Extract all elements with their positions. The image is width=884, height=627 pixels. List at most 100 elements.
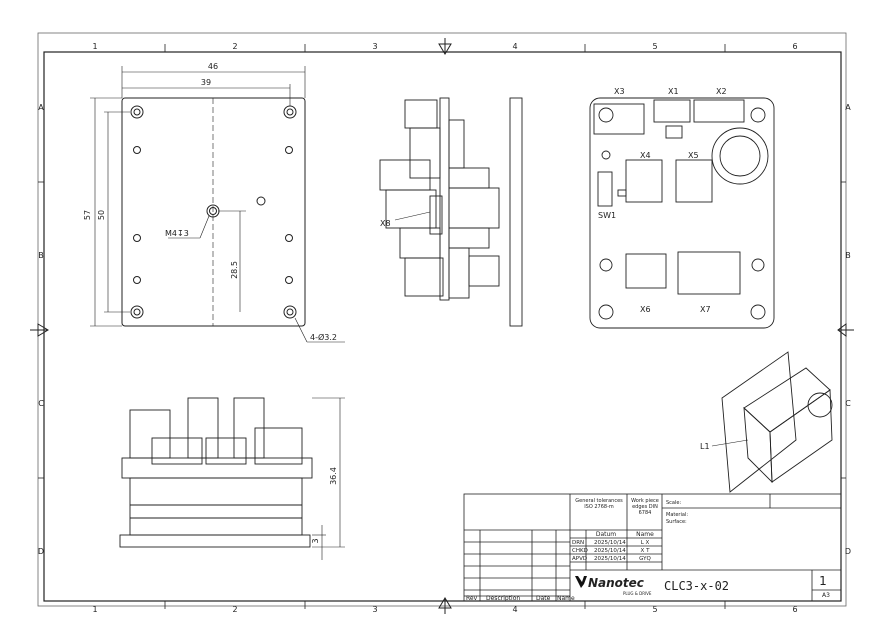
paper-format: A3 (822, 592, 830, 599)
connector-x4 (625, 159, 663, 203)
connector-label: X5 (688, 151, 699, 160)
connector-label-x8: X8 (380, 219, 391, 228)
col-label: 2 (232, 42, 237, 51)
connector-label: X2 (716, 87, 727, 96)
connector-label: SW1 (598, 211, 616, 220)
row-label: A (38, 103, 44, 112)
col-label: 3 (372, 605, 377, 614)
front-view-labels: 36.4 3 (311, 467, 338, 543)
connector-label: X7 (700, 305, 711, 314)
col-label: 1 (92, 42, 97, 51)
dim-height-inner: 50 (97, 210, 106, 220)
row-date: 2025/10/14 (594, 548, 626, 554)
iso-plate (721, 351, 797, 493)
side-view (379, 97, 523, 327)
name-header: Name (636, 531, 654, 538)
switch-sw1 (597, 171, 613, 207)
tolerance-box: General tolerances ISO 2768-m (575, 498, 623, 510)
col-label: 3 (372, 42, 377, 51)
tolerance-note: General tolerances ISO 2768-m (575, 498, 623, 510)
col-label: 6 (792, 605, 797, 614)
dim-width-inner: 39 (201, 78, 211, 87)
datum-header: Datum (596, 531, 616, 538)
sheet-number: 1 (819, 574, 827, 588)
isometric-view (711, 351, 833, 493)
top-view (90, 66, 345, 343)
base-plate (119, 534, 311, 548)
dim-width-outer: 46 (208, 62, 218, 71)
row-date: 2025/10/14 (594, 556, 626, 562)
holes-callout: 4-Ø3.2 (310, 332, 337, 342)
pcb-view (589, 97, 775, 329)
edges-box: Work piece edges DIN 6784 (631, 498, 659, 516)
iso-label-l1: L1 (700, 442, 710, 451)
connector-label: X3 (614, 87, 625, 96)
connector-x5 (675, 159, 713, 203)
rev-name-header: Name (557, 595, 575, 602)
front-dimension-lines (312, 397, 345, 560)
zone-ticks (38, 44, 846, 609)
dim-height: 36.4 (329, 467, 338, 485)
edges-note: Work piece edges DIN 6784 (631, 498, 659, 516)
dim-base: 3 (311, 538, 320, 543)
row-label: B (845, 251, 851, 260)
row-label: C (845, 399, 851, 408)
connector-x6 (625, 253, 667, 289)
part-number: CLC3-x-02 (664, 579, 729, 593)
dim-center-offset: 28.5 (230, 261, 239, 279)
drawing-frame (43, 51, 842, 602)
company-tagline: PLUG & DRIVE (623, 591, 652, 596)
company-logo: Nanotec (588, 576, 644, 590)
connector-x7 (677, 251, 741, 295)
connector-x2 (693, 99, 745, 123)
rev-header: Rev (466, 595, 478, 602)
dim-height-outer: 57 (83, 210, 92, 220)
pcb-outline (589, 97, 775, 329)
row-label: B (38, 251, 44, 260)
row-name: L X (641, 540, 650, 546)
row-name: X T (641, 548, 651, 554)
row-role: CHKD (572, 548, 588, 554)
row-label: C (38, 399, 44, 408)
mounting-plate-outline (121, 97, 306, 327)
material-label: Material: (666, 512, 688, 518)
col-label: 4 (512, 605, 517, 614)
coin-cell (711, 127, 769, 185)
col-label: 5 (652, 42, 657, 51)
row-name: GYQ (639, 556, 651, 562)
connector-label: X4 (640, 151, 651, 160)
connector-label: X1 (668, 87, 679, 96)
thread-callout: M4↧3 (165, 229, 189, 238)
surface-label: Surface: (666, 519, 687, 525)
title-block (463, 493, 842, 602)
row-label: A (845, 103, 851, 112)
front-view (119, 397, 345, 560)
row-role: DRN (572, 540, 584, 546)
description-header: Description (486, 595, 520, 602)
date-header: Date (536, 595, 551, 602)
col-label: 6 (792, 42, 797, 51)
outer-border (37, 32, 847, 607)
connector-x3 (593, 103, 645, 135)
connector-label: X6 (640, 305, 651, 314)
connector-x1 (653, 99, 691, 123)
centering-marks (30, 38, 854, 614)
row-role: APVD (572, 556, 587, 562)
row-label: D (845, 547, 851, 556)
plate-edge (509, 97, 523, 327)
title-block-text: General tolerances ISO 2768-m Work piece… (466, 498, 830, 602)
row-labels: A B C D A B C D (38, 103, 851, 556)
row-date: 2025/10/14 (594, 540, 626, 546)
col-label: 2 (232, 605, 237, 614)
scale-label: Scale: (666, 500, 681, 506)
dimension-lines (90, 66, 345, 343)
nanotec-logo-icon (575, 576, 587, 588)
top-view-labels: 46 39 57 50 28.5 M4↧3 4-Ø3.2 (83, 62, 337, 342)
column-labels: 1 2 3 4 5 6 1 2 3 4 5 6 (92, 42, 797, 614)
col-label: 5 (652, 605, 657, 614)
row-label: D (38, 547, 44, 556)
col-label: 1 (92, 605, 97, 614)
pcb-labels: X3 X1 X2 X4 X5 SW1 X6 X7 (598, 87, 727, 314)
col-label: 4 (512, 42, 517, 51)
